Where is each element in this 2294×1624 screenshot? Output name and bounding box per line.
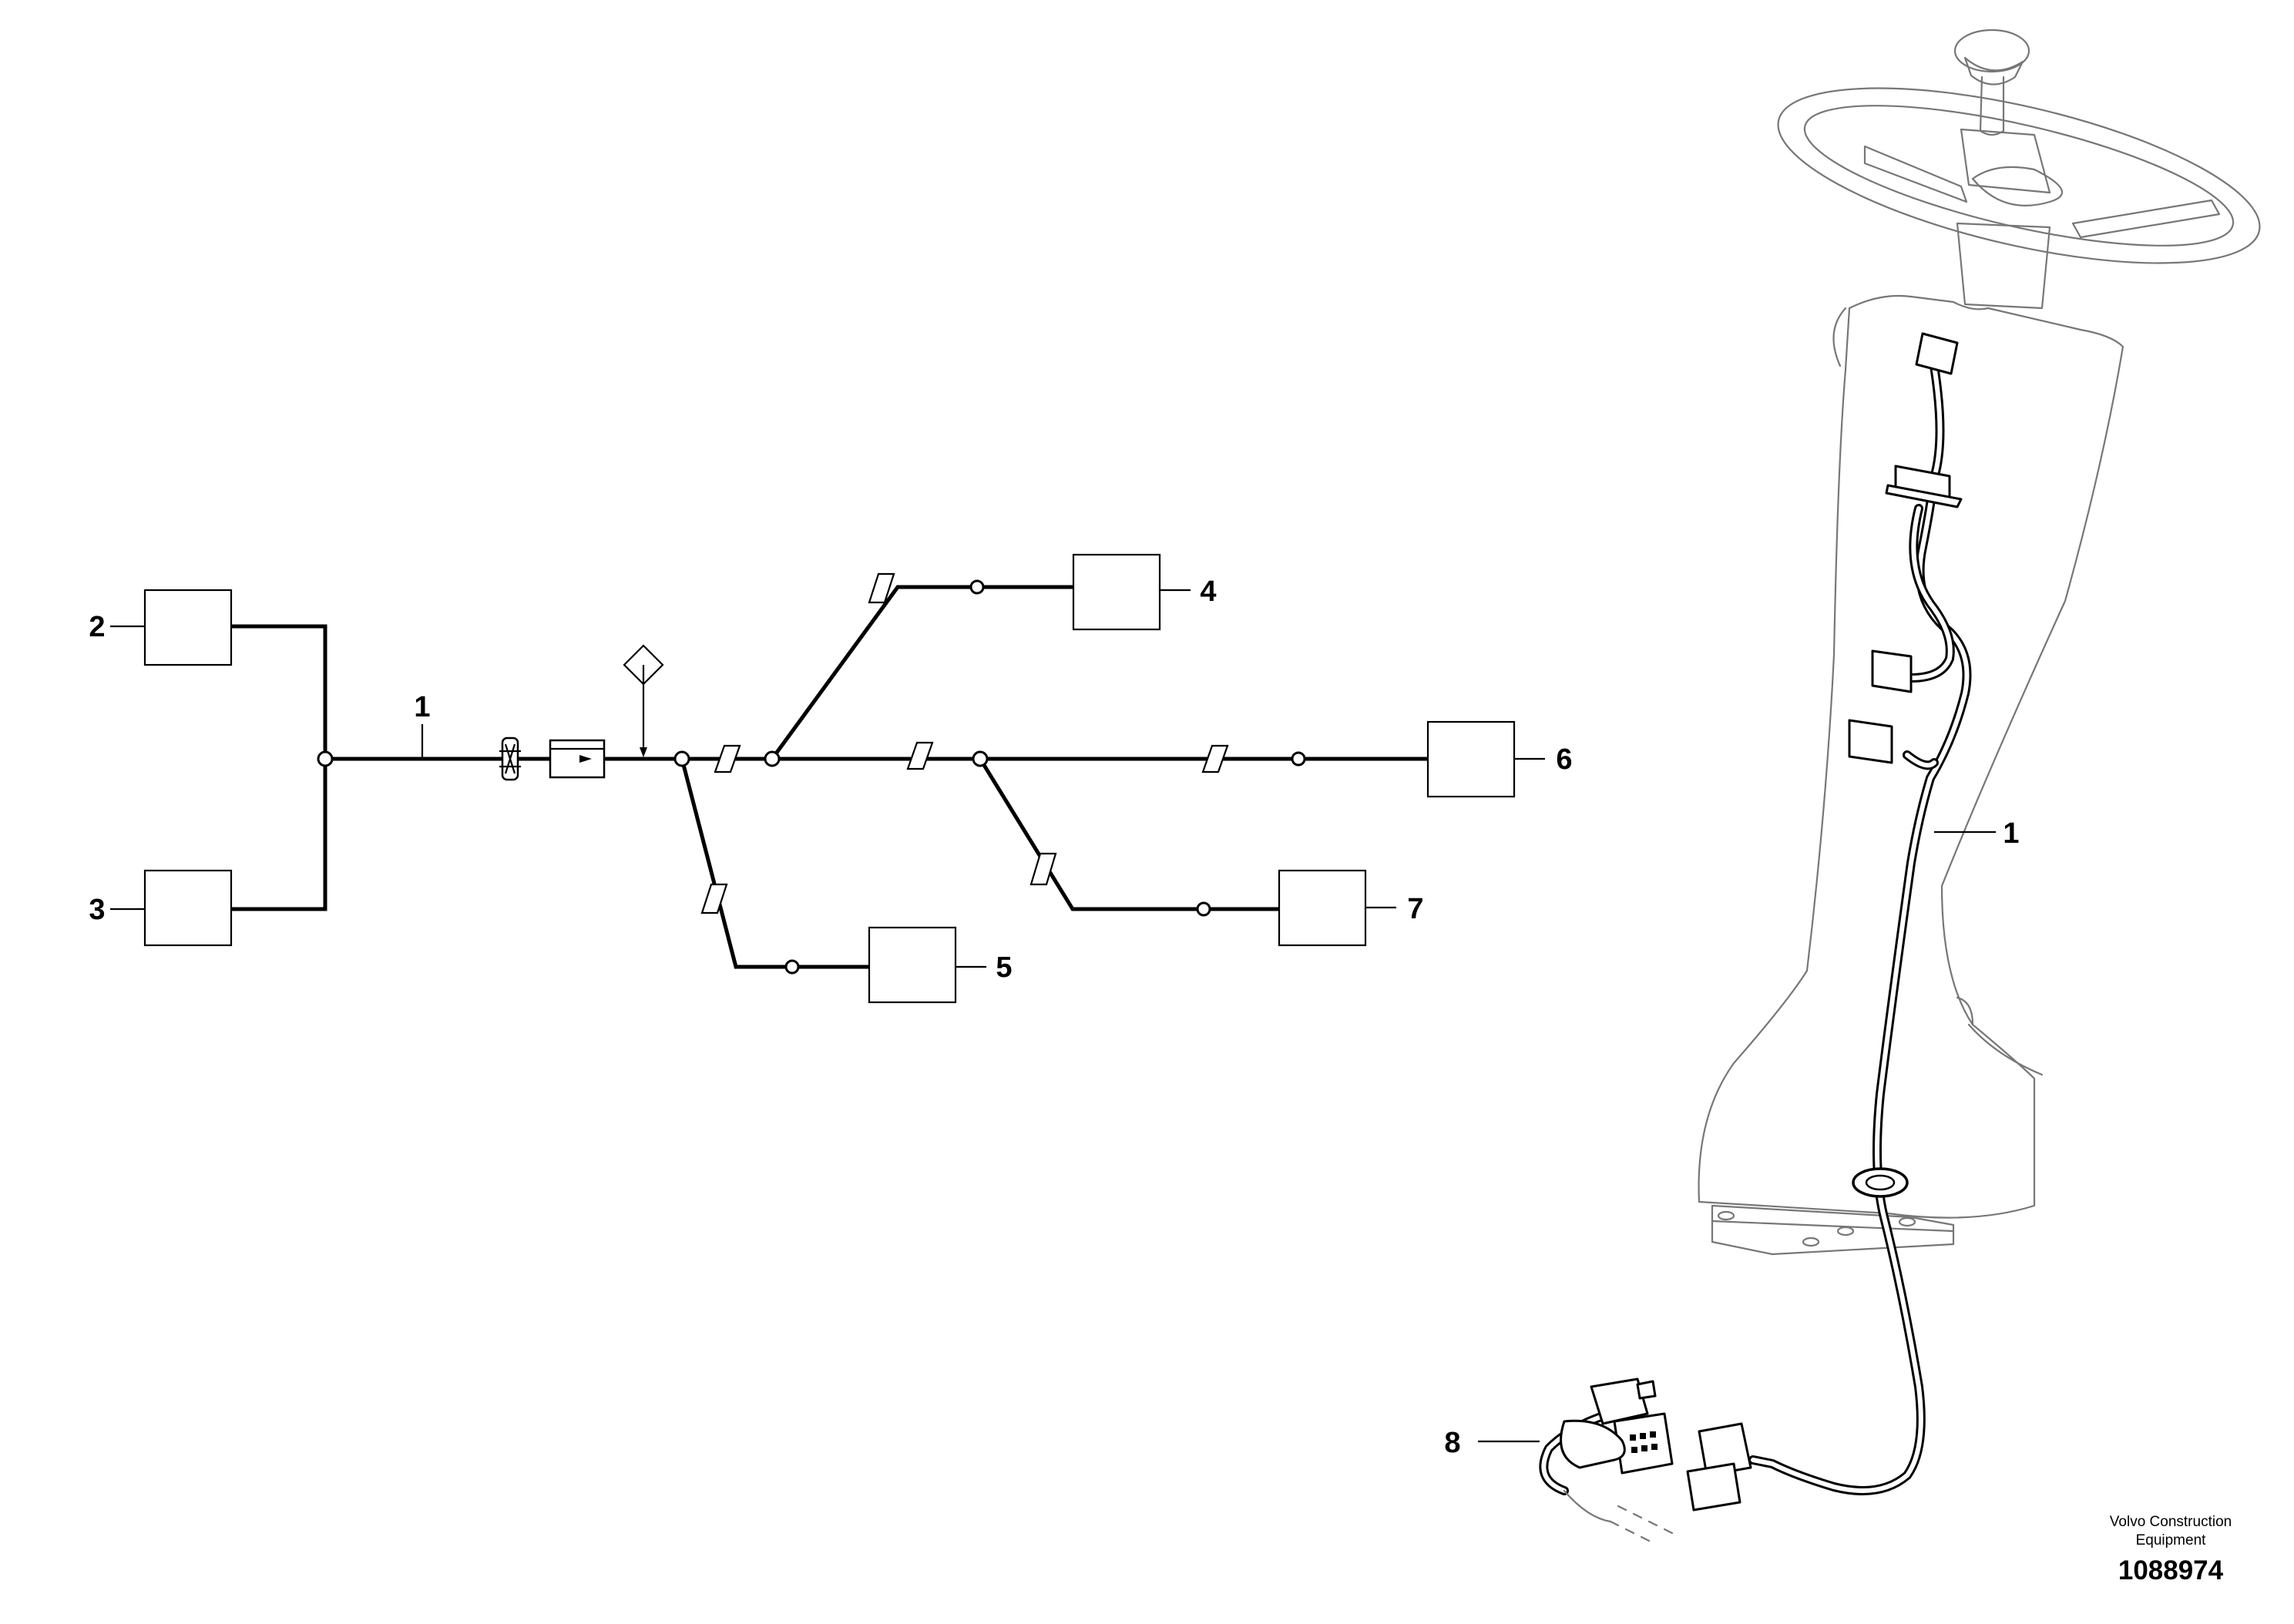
steering-column-icon: [1698, 294, 2124, 1256]
splice-node-icon: [784, 959, 800, 975]
callout-8: 8: [1444, 1427, 1460, 1459]
callout-3: 3: [89, 894, 105, 926]
tie-strap-marker-icon: [906, 741, 934, 770]
tie-strap-marker-icon: [700, 883, 728, 914]
component-box-4: [1072, 553, 1161, 631]
callout-2: 2: [89, 611, 105, 643]
callout-7: 7: [1407, 893, 1423, 925]
tie-strap-marker-icon: [868, 572, 895, 604]
splice-node-icon: [317, 750, 334, 767]
footer: Volvo Construction Equipment 1088974: [2110, 1514, 2232, 1585]
splice-node-icon: [1196, 901, 1211, 917]
brand-line-1: Volvo Construction: [2110, 1514, 2232, 1530]
wiring-harness-icon: [1539, 332, 1972, 1542]
steering-wheel-icon: [1777, 29, 2261, 310]
tie-strap-marker-icon: [1029, 852, 1057, 886]
splice-node-icon: [969, 579, 985, 595]
connector-symbol-icon: [549, 739, 606, 779]
tie-strap-marker-icon: [714, 744, 741, 773]
wire-branch-2-3: [231, 624, 327, 911]
callout-1-illustration: 1: [2003, 817, 2019, 850]
steering-column-illustration: 1 8: [1444, 29, 2261, 1542]
wire-branch-7: [978, 757, 1279, 911]
wire-branch-4: [770, 585, 1073, 760]
callout-4: 4: [1200, 575, 1216, 608]
callout-6: 6: [1556, 743, 1572, 776]
component-box-2: [143, 589, 233, 666]
splice-node-icon: [972, 750, 989, 767]
component-box-3: [143, 869, 233, 947]
schematic: 2 3 1 4 5 6 7: [89, 553, 1573, 1004]
splice-node-icon: [673, 750, 690, 767]
wire-branch-5: [680, 758, 869, 969]
document-number: 1088974: [2118, 1555, 2224, 1585]
component-box-6: [1426, 720, 1516, 798]
callout-1-schematic: 1: [414, 691, 430, 723]
component-box-5: [868, 926, 957, 1004]
splice-node-icon: [1291, 751, 1306, 767]
connector-pin-grid: [1630, 1431, 1658, 1453]
grommet-symbol-icon: [499, 737, 521, 781]
ground-point-icon: [623, 644, 664, 757]
callout-5: 5: [996, 951, 1012, 984]
tie-strap-marker-icon: [1201, 744, 1229, 773]
splice-node-icon: [764, 750, 781, 767]
brand-line-2: Equipment: [2136, 1532, 2207, 1549]
component-box-7: [1278, 869, 1367, 947]
